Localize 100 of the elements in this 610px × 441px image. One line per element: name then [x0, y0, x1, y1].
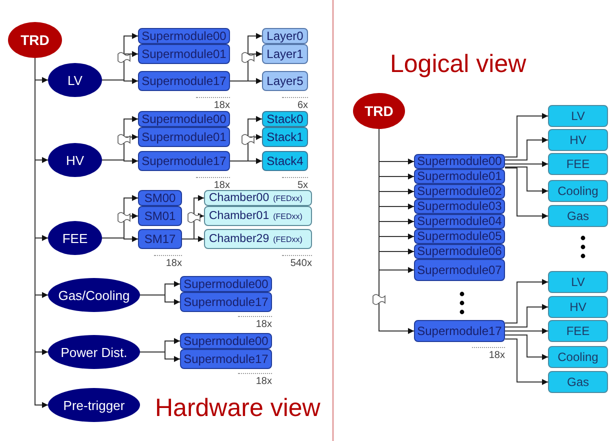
arrow — [504, 168, 548, 219]
node-label: SM17 — [144, 232, 176, 246]
node-label: LV — [68, 72, 82, 88]
arrow — [504, 304, 548, 328]
node-label: Supermodule17 — [417, 324, 502, 338]
node-label: Pre-trigger — [63, 398, 125, 412]
module-box — [138, 44, 230, 64]
node-label: Supermodule02 — [417, 185, 502, 198]
fed-tag: (FEDxx) — [273, 234, 302, 244]
arrow — [378, 128, 414, 334]
count-label: 18x — [154, 255, 182, 269]
node-label: Power Dist. — [60, 344, 128, 360]
node-label: Supermodule00 — [184, 278, 268, 290]
node-label: Gas/Cooling — [58, 288, 130, 302]
node-label: HV — [570, 300, 586, 314]
module-box — [414, 199, 505, 214]
fed-tag: (FEDxx) — [273, 194, 302, 202]
node-label: Supermodule00 — [184, 334, 268, 348]
arrow — [504, 334, 548, 360]
node-label: Supermodule01 — [417, 170, 502, 183]
arrow — [504, 113, 548, 158]
module-box — [180, 333, 272, 349]
node-label: Chamber01 — [209, 210, 270, 222]
stack-box — [262, 111, 308, 127]
node-label: Gas — [566, 209, 589, 223]
module-box — [414, 184, 505, 199]
arrow — [182, 236, 204, 242]
node-label: Supermodule00 — [142, 30, 226, 42]
arrow — [140, 352, 180, 362]
node-label: Chamber29 — [209, 233, 270, 245]
subsystem-box — [548, 271, 608, 293]
node-label: Cooling — [558, 350, 598, 364]
ellipse-node — [48, 143, 102, 177]
count-label: 18x — [238, 373, 272, 387]
subsystem-box — [548, 371, 608, 393]
node-label: Stack4 — [266, 154, 304, 168]
ellipse-node — [48, 221, 102, 255]
module-box — [138, 206, 182, 226]
chamber-box — [204, 190, 312, 206]
module-box — [414, 169, 505, 184]
node-label: Supermodule06 — [417, 245, 502, 258]
ellipse-node — [8, 22, 62, 58]
subsystem-box — [548, 346, 608, 368]
arrow — [504, 338, 548, 385]
chamber-box — [204, 229, 312, 249]
count-label: 18x — [196, 177, 230, 191]
module-box — [180, 292, 272, 312]
node-label: Stack1 — [266, 130, 304, 144]
node-label: Supermodule01 — [142, 48, 226, 60]
arrow — [504, 166, 548, 194]
module-box — [138, 111, 230, 127]
arrow — [504, 137, 548, 160]
count-label: 18x — [196, 97, 230, 111]
subsystem-box — [548, 129, 608, 151]
node-label: Chamber00 — [209, 192, 270, 204]
arrow — [102, 236, 138, 242]
chamber-box — [204, 206, 312, 226]
arrow — [140, 294, 180, 305]
module-box — [138, 127, 230, 147]
node-label: FEE — [566, 324, 590, 338]
subsystem-box — [548, 105, 608, 127]
node-label: FEE — [62, 230, 88, 246]
count-label: 5x — [282, 177, 308, 191]
node-label: Supermodule03 — [417, 200, 502, 213]
arrow — [230, 78, 262, 84]
fed-tag: (FEDxx) — [273, 212, 302, 220]
node-label: Supermodule17 — [142, 74, 226, 88]
arrow — [504, 328, 548, 334]
count-label: 6x — [282, 97, 308, 111]
count-label: 18x — [472, 347, 505, 361]
layer-box — [262, 44, 308, 64]
node-label: Layer1 — [266, 47, 304, 61]
node-label: Layer0 — [266, 29, 304, 43]
module-box — [414, 214, 505, 229]
count-label: 18x — [238, 316, 272, 330]
node-label: Layer5 — [266, 74, 304, 88]
stack-box — [262, 151, 308, 171]
subsystem-box — [548, 320, 608, 342]
arrow — [504, 279, 548, 324]
subsystem-box — [548, 153, 608, 175]
node-label: SM00 — [144, 192, 176, 204]
view-title: Logical view — [390, 50, 526, 79]
node-label: Supermodule05 — [417, 230, 502, 243]
subsystem-box — [548, 180, 608, 202]
node-label: Supermodule17 — [142, 154, 226, 168]
arrow — [102, 158, 138, 164]
module-box — [414, 259, 505, 281]
module-box — [414, 244, 505, 259]
node-label: Gas — [566, 375, 589, 389]
arrow — [230, 158, 262, 164]
view-title: Hardware view — [155, 394, 320, 423]
subsystem-box — [548, 296, 608, 318]
module-box — [414, 229, 505, 244]
ellipse-node — [48, 63, 102, 97]
arrow — [504, 161, 548, 167]
module-box — [180, 276, 272, 292]
node-label: HV — [570, 133, 586, 147]
node-label: TRD — [20, 32, 50, 48]
node-label: Supermodule00 — [417, 155, 502, 168]
module-box — [138, 151, 230, 171]
